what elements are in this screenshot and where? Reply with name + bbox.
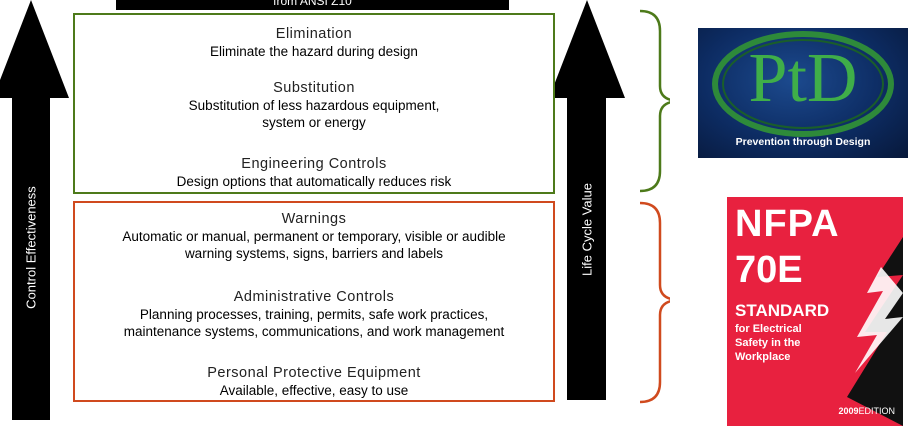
warnings-desc-line2: warning systems, signs, barriers and lab… — [184, 246, 444, 261]
nfpa-line6: Workplace — [735, 351, 791, 363]
nfpa-edition-year: 2009 — [838, 406, 859, 416]
nfpa-bolt-icon — [727, 197, 903, 426]
nfpa-line4: for Electrical — [735, 323, 802, 335]
elimination-item: Elimination Eliminate the hazard during … — [75, 25, 553, 60]
nfpa-controls-box: Warnings Automatic or manual, permanent … — [73, 201, 555, 402]
top-banner: from ANSI Z10 — [116, 0, 509, 10]
nfpa-line1: NFPA — [735, 203, 840, 245]
elimination-title: Elimination — [275, 26, 353, 42]
substitution-title: Substitution — [273, 80, 355, 96]
warnings-desc-line1: Automatic or manual, permanent or tempor… — [122, 229, 506, 244]
green-brace-icon — [639, 9, 670, 193]
engineering-controls-desc: Design options that automatically reduce… — [176, 174, 452, 189]
nfpa-edition-word: EDITION — [858, 406, 895, 416]
elimination-desc: Eliminate the hazard during design — [210, 44, 418, 59]
warnings-title: Warnings — [281, 211, 347, 227]
control-effectiveness-label: Control Effectiveness — [23, 186, 39, 309]
ptd-logo-text: PtD — [748, 40, 858, 117]
substitution-desc-line2: system or energy — [262, 115, 366, 130]
ptd-logo: PtD Prevention through Design — [698, 28, 908, 158]
warnings-item: Warnings Automatic or manual, permanent … — [75, 210, 553, 262]
administrative-controls-title: Administrative Controls — [233, 289, 395, 305]
life-cycle-value-label: Life Cycle Value — [579, 183, 595, 276]
nfpa-line5: Safety in the — [735, 337, 801, 349]
administrative-controls-desc-line2: maintenance systems, communications, and… — [123, 324, 505, 339]
ppe-desc: Available, effective, easy to use — [219, 383, 409, 398]
nfpa-edition: 2009EDITION — [838, 406, 895, 416]
substitution-desc-line1: Substitution of less hazardous equipment… — [188, 98, 440, 113]
control-effectiveness-arrow — [0, 0, 69, 420]
nfpa-line3: STANDARD — [735, 301, 830, 320]
substitution-item: Substitution Substitution of less hazard… — [75, 79, 553, 131]
nfpa-70e-logo: NFPA 70E STANDARD for Electrical Safety … — [727, 197, 903, 426]
administrative-controls-item: Administrative Controls Planning process… — [75, 288, 553, 340]
engineering-controls-item: Engineering Controls Design options that… — [75, 155, 553, 190]
ptd-ring-icon — [712, 31, 894, 137]
red-brace-icon — [639, 201, 670, 404]
life-cycle-value-arrow — [555, 0, 625, 400]
ptd-logo-subtitle: Prevention through Design — [735, 136, 871, 148]
ppe-title: Personal Protective Equipment — [207, 365, 421, 381]
administrative-controls-desc-line1: Planning processes, training, permits, s… — [139, 307, 489, 322]
ppe-item: Personal Protective Equipment Available,… — [75, 364, 553, 399]
ptd-controls-box: Elimination Eliminate the hazard during … — [73, 13, 555, 194]
nfpa-line2: 70E — [735, 249, 803, 291]
engineering-controls-title: Engineering Controls — [241, 156, 387, 172]
